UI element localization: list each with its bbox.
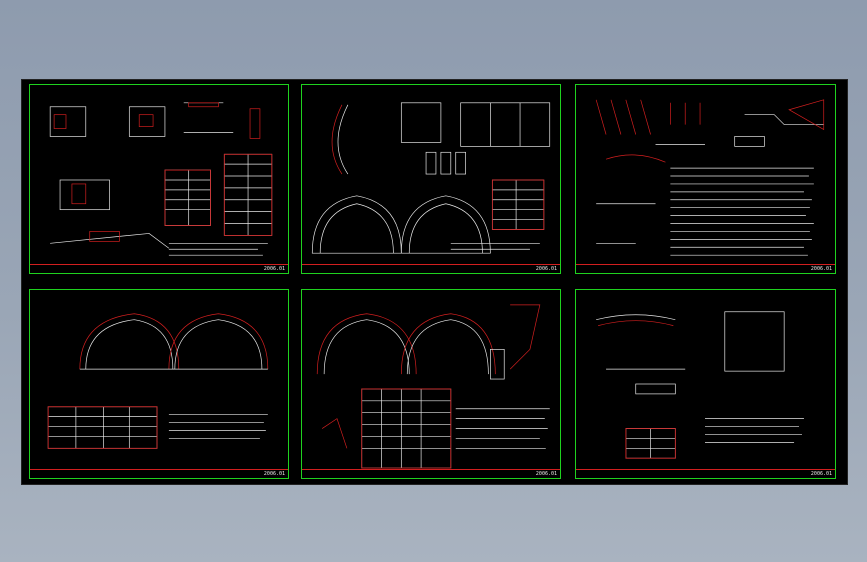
drawing-sheet-5[interactable]: 2006.01: [301, 289, 561, 479]
sheet-5-title-block: 2006.01: [302, 469, 560, 478]
sheet-6-title-block: 2006.01: [576, 469, 835, 478]
sheet-5-code: 2006.01: [535, 471, 557, 477]
sheet-2-code: 2006.01: [535, 266, 557, 272]
drawing-sheet-4[interactable]: 2006.01: [29, 289, 289, 479]
sheet-4-title-block: 2006.01: [30, 469, 288, 478]
drawing-canvas[interactable]: 2006.01: [21, 79, 848, 485]
sheet-6-code: 2006.01: [810, 471, 832, 477]
sheet-2-drawing: [311, 102, 551, 254]
sheet-6-drawing: [596, 311, 804, 459]
sheet-5-drawing: [316, 304, 550, 469]
sheet-4-drawing: [47, 313, 269, 449]
sheet-4-code: 2006.01: [263, 471, 285, 477]
sheet-1-code: 2006.01: [263, 266, 285, 272]
drawing-sheet-2[interactable]: 2006.01: [301, 84, 561, 274]
sheet-1-title-block: 2006.01: [30, 264, 288, 273]
sheet-2-title-block: 2006.01: [302, 264, 560, 273]
drawing-sheet-1[interactable]: 2006.01: [29, 84, 289, 274]
sheet-3-drawing: [595, 99, 825, 256]
sheet-1-drawing: [49, 102, 273, 256]
drawing-sheet-3[interactable]: 2006.01: [575, 84, 836, 274]
sheet-3-code: 2006.01: [810, 266, 832, 272]
drawing-sheet-6[interactable]: 2006.01: [575, 289, 836, 479]
sheet-3-title-block: 2006.01: [576, 264, 835, 273]
